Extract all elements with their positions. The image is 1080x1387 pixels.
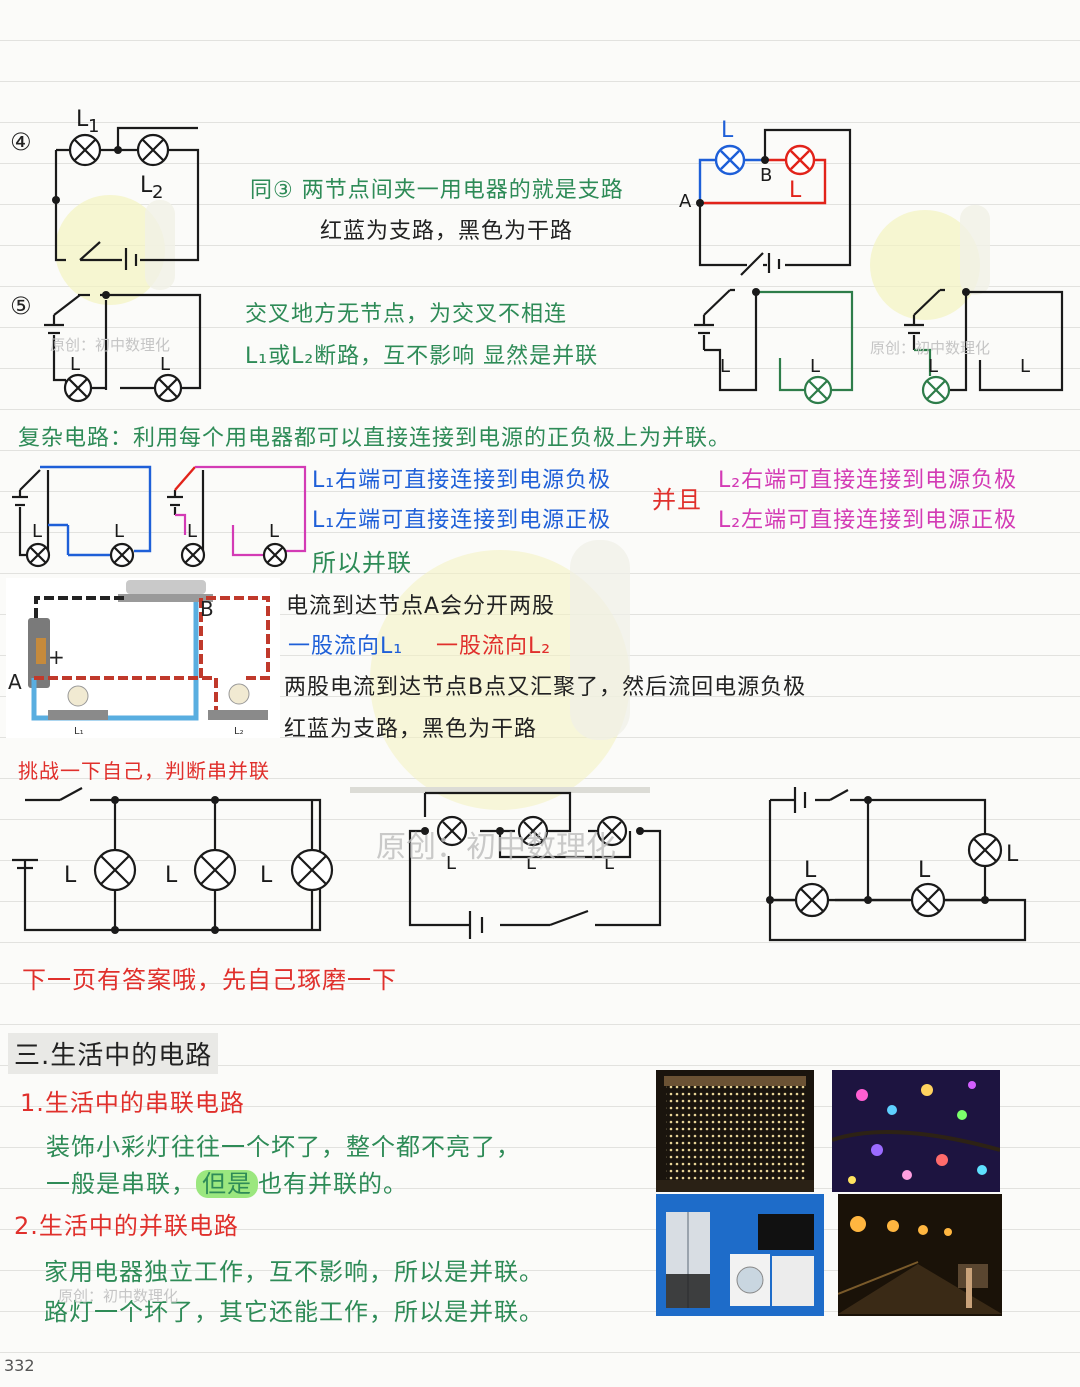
physical-line2a: 一股流向L₁ <box>288 634 404 659</box>
svg-text:L: L <box>720 356 730 377</box>
complex-l1-left: L₁左端可直接连接到电源正极 <box>312 508 612 533</box>
svg-text:L: L <box>165 863 178 888</box>
physical-line4: 红蓝为支路，黑色为干路 <box>284 717 538 742</box>
complex-l2-left: L₂左端可直接连接到电源正极 <box>718 508 1018 533</box>
complex-l2-right: L₂右端可直接连接到电源负极 <box>718 468 1018 493</box>
svg-text:L: L <box>76 107 89 132</box>
svg-text:1: 1 <box>88 116 99 137</box>
photo-street-lights <box>838 1194 1002 1316</box>
svg-text:2: 2 <box>152 182 163 203</box>
page-number: 332 <box>4 1356 35 1375</box>
watermark-text-center: 原创：初中数理化 <box>376 830 616 865</box>
example5-number: ⑤ <box>10 292 33 320</box>
svg-text:L: L <box>70 354 80 375</box>
watermark-text-3: 原创：初中数理化 <box>58 1287 179 1305</box>
section3-sub2: 2.生活中的并联电路 <box>14 1212 239 1240</box>
svg-text:L: L <box>1020 356 1030 377</box>
example4-note-line1: 同③ 两节点间夹一用电器的就是支路 <box>250 178 624 203</box>
section3-title: 三.生活中的电路 <box>8 1033 219 1074</box>
section3-sub1: 1.生活中的串联电路 <box>20 1089 245 1117</box>
svg-text:L: L <box>789 178 802 203</box>
svg-text:B: B <box>760 165 772 186</box>
example4-colored-circuit: L L B A <box>679 118 852 276</box>
physical-line2b: 一股流向L₂ <box>436 634 552 659</box>
sub1-line2-c: 也有并联的。 <box>258 1170 408 1198</box>
watermark-text-1: 原创：初中数理化 <box>50 336 171 354</box>
photo-colorful-lights <box>832 1070 1000 1192</box>
svg-text:L: L <box>187 521 197 542</box>
svg-text:L: L <box>1006 842 1019 867</box>
watermark-mascot-right <box>870 205 990 320</box>
svg-text:L: L <box>446 853 456 874</box>
svg-text:L: L <box>160 354 170 375</box>
svg-text:L: L <box>918 858 931 883</box>
photo-home-appliances <box>656 1194 824 1316</box>
challenge-answer-note: 下一页有答案哦，先自己琢磨一下 <box>22 966 397 994</box>
svg-text:L: L <box>32 521 42 542</box>
photo-string-lights <box>656 1070 814 1192</box>
complex-and: 并且 <box>652 486 702 514</box>
svg-text:L: L <box>140 173 153 198</box>
photo-label-a: A <box>8 670 23 694</box>
section3-sub1-line1: 装饰小彩灯往往一个坏了，整个都不亮了， <box>46 1133 521 1161</box>
watermark-mascot-left <box>55 195 175 305</box>
svg-text:L: L <box>64 863 77 888</box>
watermark-mascot-center <box>350 540 650 810</box>
sub1-line2-a: 一般是串联， <box>46 1170 196 1198</box>
example5-note-line1: 交叉地方无节点，为交叉不相连 <box>245 302 568 327</box>
example4-number: ④ <box>10 128 33 156</box>
svg-text:L: L <box>804 858 817 883</box>
photo-label-b: B <box>200 597 215 621</box>
section3-sub1-line2: 一般是串联，但是也有并联的。 <box>46 1164 408 1199</box>
sub1-line2-b: 但是 <box>196 1170 258 1198</box>
section3-sub2-line1: 家用电器独立工作，互不影响，所以是并联。 <box>44 1258 544 1286</box>
complex-l1-right: L₁右端可直接连接到电源负极 <box>312 468 612 493</box>
physical-circuit-photo: L₁ L₂ <box>6 578 280 738</box>
challenge-title: 挑战一下自己，判断串并联 <box>18 759 270 783</box>
svg-text:L: L <box>526 853 536 874</box>
svg-text:L₁: L₁ <box>74 726 84 737</box>
svg-text:L: L <box>810 356 820 377</box>
photo-label-plus: + <box>48 645 66 669</box>
svg-text:L: L <box>269 521 279 542</box>
svg-text:L₂: L₂ <box>234 726 244 737</box>
complex-therefore: 所以并联 <box>312 549 412 577</box>
svg-text:L: L <box>114 521 124 542</box>
example5-note-line2: L₁或L₂断路，互不影响 显然是并联 <box>245 344 599 369</box>
watermark-text-2: 原创：初中数理化 <box>870 339 991 357</box>
example4-note-line2: 红蓝为支路，黑色为干路 <box>320 219 574 244</box>
svg-text:L: L <box>928 356 938 377</box>
section3-sub2-line2: 路灯一个坏了，其它还能工作，所以是并联。 <box>44 1298 544 1326</box>
svg-text:A: A <box>679 191 692 212</box>
complex-heading: 复杂电路：利用每个用电器都可以直接连接到电源的正负极上为并联。 <box>18 426 732 451</box>
physical-line1: 电流到达节点A会分开两股 <box>286 594 556 619</box>
physical-line3: 两股电流到达节点B点又汇聚了，然后流回电源负极 <box>284 675 807 700</box>
svg-text:L: L <box>721 118 734 143</box>
svg-text:L: L <box>260 863 273 888</box>
svg-text:L: L <box>604 853 614 874</box>
